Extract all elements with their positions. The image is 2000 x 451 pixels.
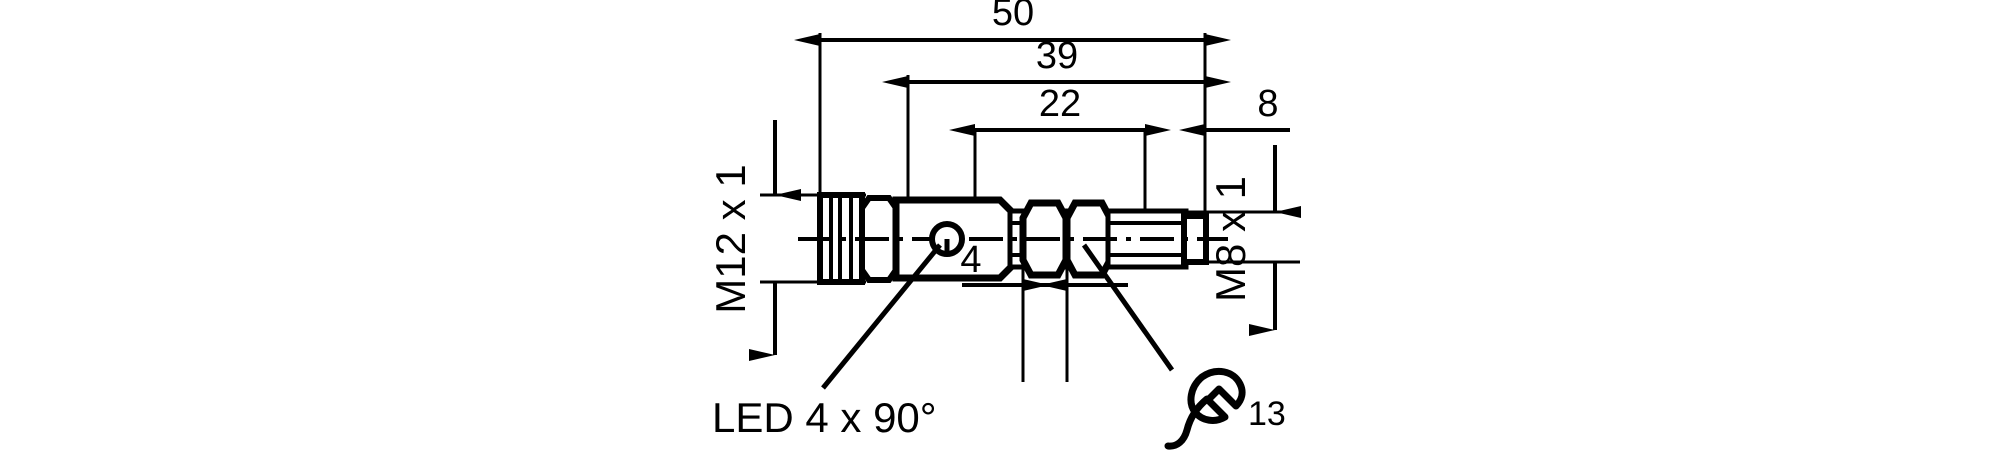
leader-wrench	[1081, 243, 1175, 372]
wrench-icon	[1164, 367, 1246, 450]
dim-label-22: 22	[1039, 83, 1081, 125]
thread-shaft-right-lines	[1110, 221, 1186, 257]
label-m8-thread: M8 x 1	[1207, 176, 1254, 302]
label-wrench-size: 13	[1248, 395, 1286, 433]
label-led-note: LED 4 x 90°	[712, 394, 937, 441]
leader-lines	[821, 243, 1175, 390]
leader-led	[821, 243, 942, 390]
dim-label-4: 4	[960, 239, 981, 281]
dimension-lines	[794, 34, 1290, 291]
vertical-dimension-lines	[749, 120, 1301, 361]
dim-label-39: 39	[1036, 35, 1078, 77]
dim-label-50: 50	[992, 0, 1034, 34]
label-m12-thread: M12 x 1	[707, 164, 754, 313]
dim-label-8: 8	[1257, 83, 1278, 125]
